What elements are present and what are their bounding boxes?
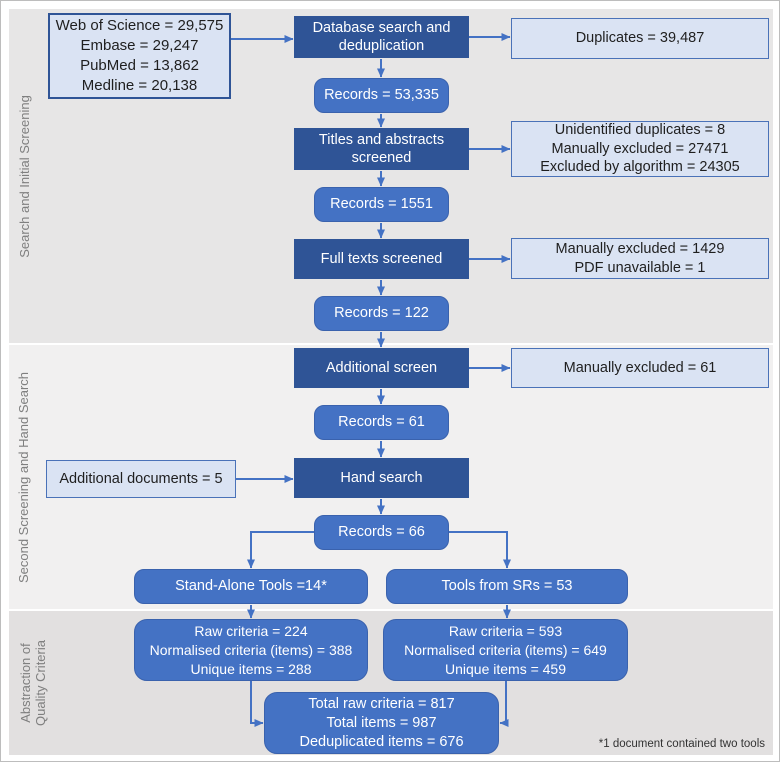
footnote: *1 document contained two tools	[598, 738, 765, 750]
totals-line: Deduplicated items = 676	[299, 733, 464, 750]
additional-documents-box: Additional documents = 5	[46, 460, 236, 498]
records-after-dedup-box: Records = 53,335	[314, 78, 449, 113]
criteria-line: Normalised criteria (items) = 649	[404, 641, 607, 658]
full-texts-screened-box: Full texts screened	[294, 239, 469, 279]
criteria-line: Unique items = 459	[444, 660, 567, 677]
exclusion-line: Manually excluded = 61	[563, 359, 717, 376]
database-search-dedup-box: Database search and deduplication	[294, 16, 469, 58]
exclusion-line: Manually excluded = 1429	[555, 240, 725, 257]
source-count-line: PubMed = 13,862	[80, 57, 199, 74]
exclusion-line: PDF unavailable = 1	[574, 259, 706, 276]
totals-line: Total raw criteria = 817	[308, 695, 455, 712]
titles-abstracts-screened-box: Titles and abstracts screened	[294, 128, 469, 170]
criteria-standalone-box: Raw criteria = 224 Normalised criteria (…	[134, 619, 368, 681]
records-label: Records = 66	[338, 524, 425, 540]
records-after-fulltext-box: Records = 122	[314, 296, 449, 331]
criteria-line: Unique items = 288	[190, 660, 312, 677]
additional-screen-excluded-box: Manually excluded = 61	[511, 348, 769, 388]
title-abstract-exclusions-box: Unidentified duplicates = 8 Manually exc…	[511, 121, 769, 177]
exclusion-line: Excluded by algorithm = 24305	[540, 159, 740, 176]
process-label: Titles and abstracts screened	[318, 132, 445, 166]
totals-line: Total items = 987	[326, 714, 437, 731]
criteria-line: Raw criteria = 224	[194, 622, 308, 639]
fulltext-exclusions-box: Manually excluded = 1429 PDF unavailable…	[511, 238, 769, 279]
totals-box: Total raw criteria = 817 Total items = 9…	[264, 692, 499, 754]
records-label: Records = 1551	[330, 196, 433, 212]
criteria-srs-box: Raw criteria = 593 Normalised criteria (…	[383, 619, 628, 681]
tools-from-srs-box: Tools from SRs = 53	[386, 569, 628, 604]
criteria-line: Raw criteria = 593	[448, 622, 563, 639]
additional-screen-box: Additional screen	[294, 348, 469, 388]
database-source-counts-box: Web of Science = 29,575 Embase = 29,247 …	[48, 13, 231, 99]
process-label: Database search and deduplication	[312, 20, 451, 54]
records-after-hand-search-box: Records = 66	[314, 515, 449, 550]
duplicates-box: Duplicates = 39,487	[511, 18, 769, 59]
source-count-line: Embase = 29,247	[80, 37, 199, 54]
tools-label: Tools from SRs = 53	[441, 578, 573, 594]
criteria-line: Normalised criteria (items) = 388	[149, 641, 353, 658]
records-after-title-screen-box: Records = 1551	[314, 187, 449, 222]
source-count-line: Web of Science = 29,575	[55, 17, 224, 34]
source-count-line: Medline = 20,138	[81, 77, 198, 94]
exclusion-line: Manually excluded = 27471	[551, 140, 729, 157]
duplicates-label: Duplicates = 39,487	[575, 30, 705, 46]
process-label: Hand search	[340, 470, 423, 486]
tools-label: Stand-Alone Tools =14*	[175, 578, 327, 594]
hand-search-box: Hand search	[294, 458, 469, 498]
records-label: Records = 122	[334, 305, 429, 321]
records-after-additional-screen-box: Records = 61	[314, 405, 449, 440]
records-label: Records = 61	[338, 414, 425, 430]
records-label: Records = 53,335	[324, 87, 439, 103]
stand-alone-tools-box: Stand-Alone Tools =14*	[134, 569, 368, 604]
additional-documents-label: Additional documents = 5	[59, 470, 223, 487]
process-label: Additional screen	[325, 360, 438, 376]
process-label: Full texts screened	[320, 251, 443, 267]
exclusion-line: Unidentified duplicates = 8	[554, 122, 726, 139]
